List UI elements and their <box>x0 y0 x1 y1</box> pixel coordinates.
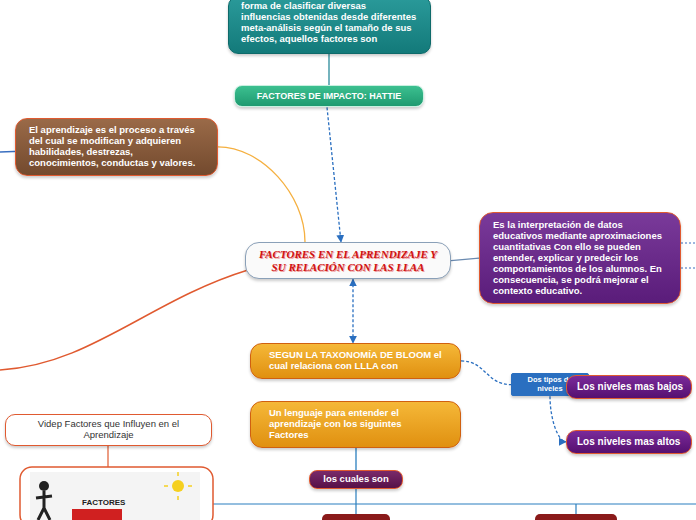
connector <box>328 54 329 85</box>
subtopic-pill: Los niveles mas altos <box>566 430 692 454</box>
definition-box: Es la interpretación de datos educativos… <box>479 212 681 304</box>
node-text: forma de clasificar diversas influencias… <box>241 1 418 45</box>
topic-box: SEGUN LA TAXONOMÍA DE BLOOM el cual rela… <box>250 343 461 379</box>
node-text: Los niveles mas altos <box>577 436 681 448</box>
node-text: Videp Factores que Influyen en el Aprend… <box>16 419 201 441</box>
connector <box>327 107 341 242</box>
definition-box: El aprendizaje es el proceso a través de… <box>15 118 218 176</box>
node-text: Es la interpretación de datos educativos… <box>493 220 667 296</box>
connector <box>451 258 479 260</box>
link-box: Videp Factores que Influyen en el Aprend… <box>5 414 212 446</box>
node-text: los cuales son <box>316 474 396 485</box>
image-frame <box>20 467 213 520</box>
title-band <box>72 509 122 520</box>
sun-rays <box>164 472 192 500</box>
figure-body <box>36 491 52 520</box>
node-text: El aprendizaje es el proceso a través de… <box>29 125 204 169</box>
title-pill: FACTORES DE IMPACTO: HATTIE <box>234 85 424 107</box>
topic-box: Un lenguaje para entender el aprendizaje… <box>250 401 461 448</box>
off-page-line <box>0 270 248 370</box>
connector <box>355 448 356 470</box>
definition-box: forma de clasificar diversas influencias… <box>228 0 431 54</box>
subtopic-pill: los cuales son <box>309 470 403 489</box>
cut-box <box>322 514 390 520</box>
figure-head <box>39 481 49 491</box>
connector <box>550 396 566 442</box>
connector <box>352 279 353 343</box>
node-text: Un lenguaje para entender el aprendizaje… <box>269 408 442 441</box>
node-text: SEGUN LA TAXONOMÍA DE BLOOM el cual rela… <box>269 350 442 372</box>
node-text: FACTORES EN EL APRENDIZAJE Y SU RELACIÓN… <box>254 248 442 273</box>
connector <box>218 147 305 242</box>
central-topic: FACTORES EN EL APRENDIZAJE Y SU RELACIÓN… <box>245 242 451 279</box>
node-text: FACTORES DE IMPACTO: HATTIE <box>243 91 415 101</box>
off-page-line <box>681 243 696 268</box>
subtopic-pill: Los niveles mas bajos <box>566 375 692 399</box>
connector <box>461 361 511 385</box>
node-text: Los niveles mas bajos <box>577 381 681 393</box>
cut-box <box>535 514 617 520</box>
illustration <box>30 472 200 520</box>
illustration-text: FACTORES <box>82 498 125 507</box>
sun-icon <box>172 480 184 492</box>
